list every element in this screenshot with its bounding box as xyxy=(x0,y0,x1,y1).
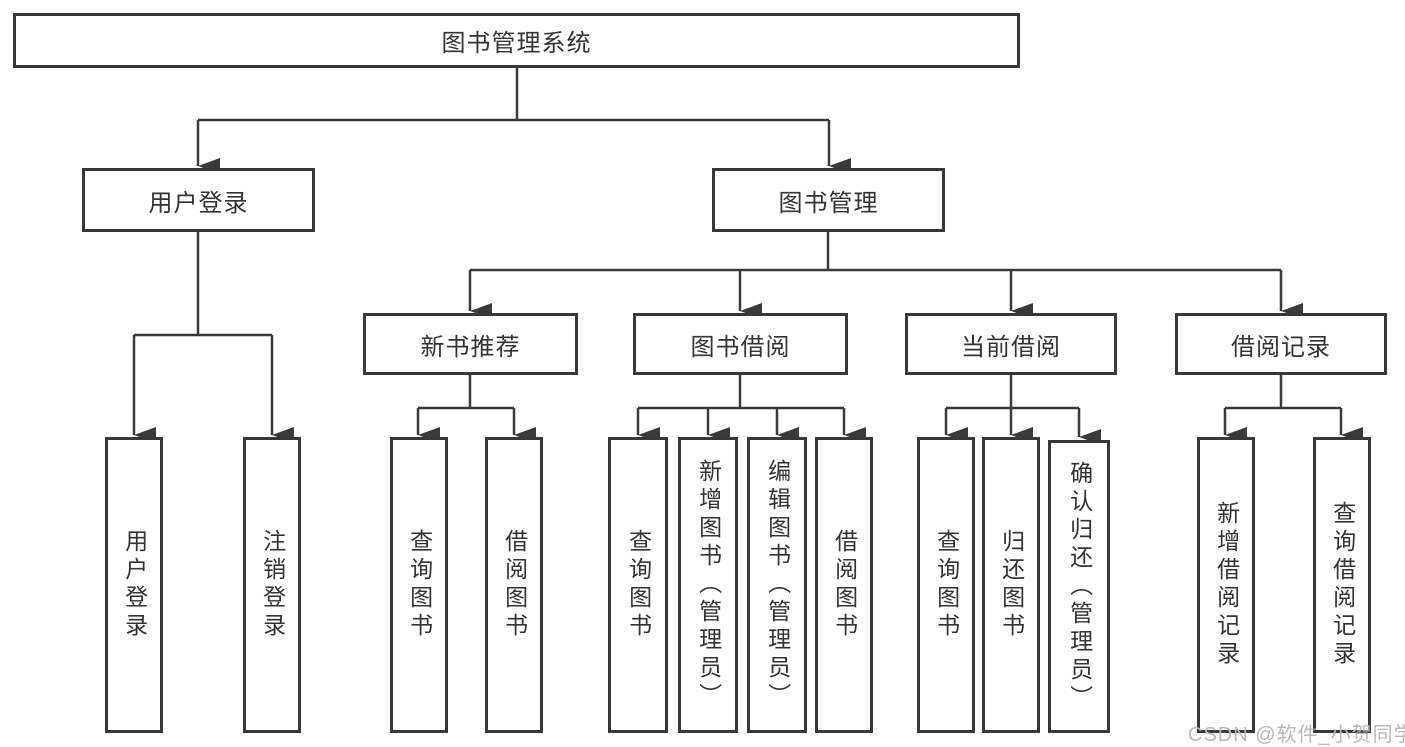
node-label: 注销登录 xyxy=(259,529,286,641)
leaf-borrow-books: 借阅图书 xyxy=(485,437,543,733)
leaf-query-books: 查询图书 xyxy=(390,437,448,733)
node-label: 编辑图书（管理员） xyxy=(764,459,791,711)
node-book-borrow: 图书借阅 xyxy=(633,313,848,375)
node-current-borrow: 当前借阅 xyxy=(905,313,1117,375)
node-label: 新增借阅记录 xyxy=(1213,501,1240,669)
leaf-logout: 注销登录 xyxy=(243,437,301,733)
leaf-query-books: 查询图书 xyxy=(917,437,975,733)
leaf-add-borrow-record: 新增借阅记录 xyxy=(1197,437,1255,733)
node-user-login: 用户登录 xyxy=(82,168,315,232)
node-label: 查询图书 xyxy=(406,529,433,641)
node-label: 借阅图书 xyxy=(831,529,858,641)
node-label: 查询图书 xyxy=(933,529,960,641)
node-library-management-system: 图书管理系统 xyxy=(13,13,1020,68)
csdn-watermark: CSDN @软件_小贺同学 xyxy=(1188,724,1405,746)
node-label: 当前借阅 xyxy=(961,333,1061,361)
node-label: 用户登录 xyxy=(148,189,249,217)
node-label: 确认归还（管理员） xyxy=(1066,460,1093,713)
node-label: 图书管理 xyxy=(778,189,879,217)
node-label: 查询借阅记录 xyxy=(1329,501,1356,669)
node-label: 图书借阅 xyxy=(690,333,791,361)
node-label: 借阅图书 xyxy=(501,529,528,641)
node-new-book-recommend: 新书推荐 xyxy=(363,313,578,375)
leaf-borrow-books: 借阅图书 xyxy=(815,437,873,733)
leaf-user-login: 用户登录 xyxy=(105,437,163,733)
node-label: 图书管理系统 xyxy=(441,30,592,57)
leaf-add-books-admin: 新增图书（管理员） xyxy=(678,437,738,733)
node-label: 用户登录 xyxy=(121,529,148,641)
node-label: 借阅记录 xyxy=(1231,333,1331,361)
node-label: 新书推荐 xyxy=(420,333,521,361)
leaf-return-books: 归还图书 xyxy=(982,437,1040,733)
node-book-management: 图书管理 xyxy=(712,168,945,232)
leaf-query-books: 查询图书 xyxy=(608,437,668,733)
node-label: 归还图书 xyxy=(998,529,1025,641)
leaf-query-borrow-record: 查询借阅记录 xyxy=(1313,437,1371,733)
leaf-edit-books-admin: 编辑图书（管理员） xyxy=(747,437,807,733)
node-label: 查询图书 xyxy=(625,529,652,641)
node-borrow-record: 借阅记录 xyxy=(1175,313,1387,375)
node-label: 新增图书（管理员） xyxy=(695,459,722,711)
leaf-confirm-return-admin: 确认归还（管理员） xyxy=(1048,440,1110,733)
